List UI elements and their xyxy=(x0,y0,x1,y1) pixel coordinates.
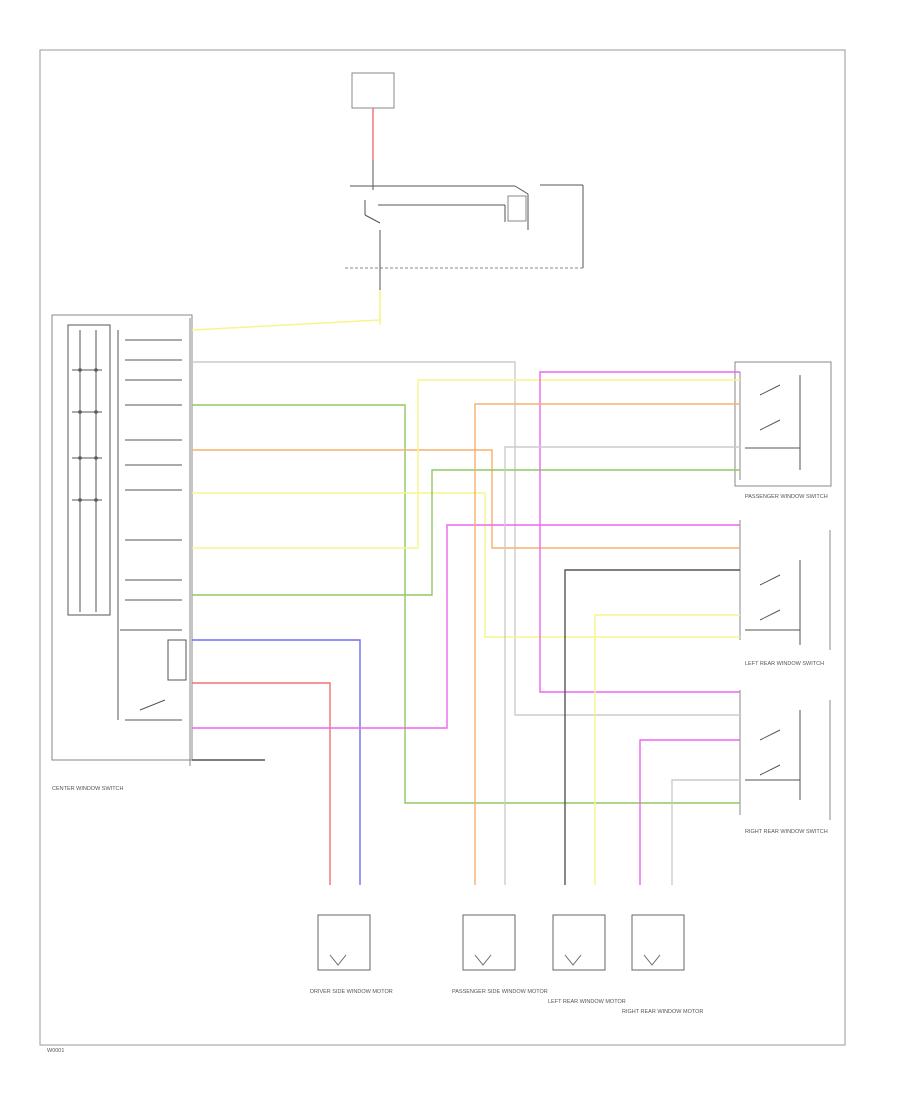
wire-pink-2 xyxy=(539,371,740,693)
fuse-relay-section xyxy=(345,72,584,325)
right-rear-switch-label: RIGHT REAR WINDOW SWITCH xyxy=(745,829,828,835)
relay-coil xyxy=(507,195,527,222)
wires xyxy=(191,319,740,885)
window-motors xyxy=(317,914,685,971)
right-rear-motor xyxy=(631,914,685,971)
left-rear-window-switch xyxy=(739,520,831,650)
wire-yellow-lr xyxy=(594,614,740,885)
wire-pink-rr xyxy=(639,739,740,885)
center-switch-label: CENTER WINDOW SWITCH xyxy=(52,786,124,792)
labels: CENTER WINDOW SWITCH PASSENGER WINDOW SW… xyxy=(47,494,828,1054)
passenger-switch-label: PASSENGER WINDOW SWITCH xyxy=(745,494,828,500)
wire-green-2 xyxy=(192,469,740,596)
wire-gray-2 xyxy=(504,446,740,885)
wire-red xyxy=(192,682,331,885)
wire-orange-2 xyxy=(474,403,740,885)
left-rear-motor-label: LEFT REAR WINDOW MOTOR xyxy=(548,999,626,1005)
wire-black-lr xyxy=(564,569,740,885)
driver-motor-label: DRIVER SIDE WINDOW MOTOR xyxy=(310,989,393,995)
wire-gray-rr xyxy=(671,779,740,885)
wire-orange-1 xyxy=(192,449,740,549)
wire-green-main xyxy=(192,404,740,804)
right-rear-window-switch xyxy=(739,690,831,820)
center-switch-box xyxy=(51,314,193,761)
right-rear-motor-label: RIGHT REAR WINDOW MOTOR xyxy=(622,1009,703,1015)
passenger-motor-label: PASSENGER SIDE WINDOW MOTOR xyxy=(452,989,548,995)
passenger-motor xyxy=(462,914,516,971)
driver-motor xyxy=(317,914,371,971)
page-code: W0001 xyxy=(47,1048,64,1054)
wire-gray-1 xyxy=(192,361,740,716)
wire-yellow-feed xyxy=(191,319,381,331)
wire-pink-1 xyxy=(192,524,740,729)
wire-blue xyxy=(192,639,361,885)
center-window-switch xyxy=(51,314,193,766)
wire-yellow-3 xyxy=(192,379,740,549)
left-rear-switch-label: LEFT REAR WINDOW SWITCH xyxy=(745,661,824,667)
diagram-frame xyxy=(39,49,846,1046)
fuse-box xyxy=(351,72,395,109)
passenger-window-switch xyxy=(734,361,832,487)
wire-yellow-2 xyxy=(192,492,740,638)
left-rear-motor xyxy=(552,914,606,971)
